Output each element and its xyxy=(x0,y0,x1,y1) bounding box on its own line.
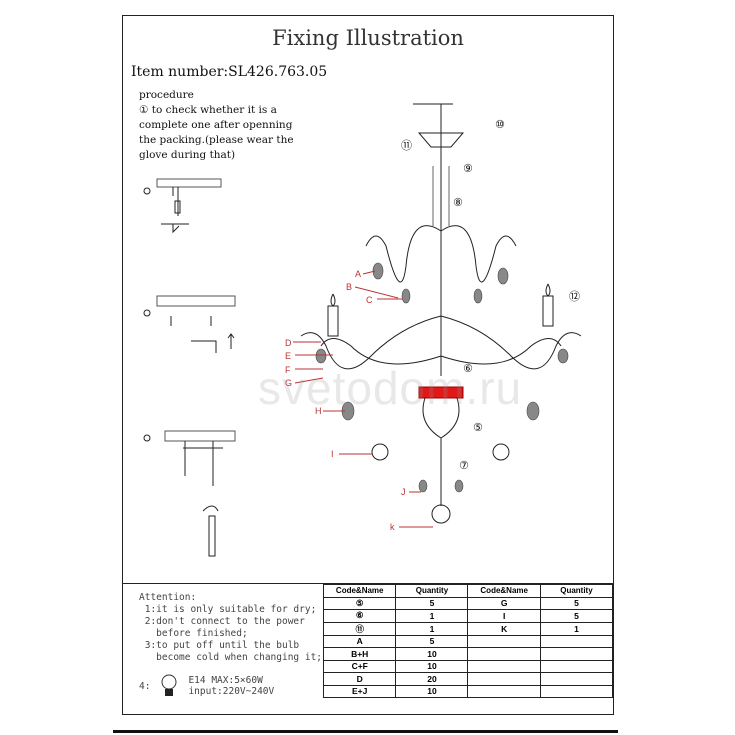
table-cell: 10 xyxy=(395,659,469,673)
marker-8: ⑧ xyxy=(453,196,463,209)
column-header: Code&Name xyxy=(322,584,397,598)
marker-5: ⑤ xyxy=(473,421,483,434)
table-cell xyxy=(539,659,614,673)
table-cell: 20 xyxy=(395,672,469,686)
label-c: C xyxy=(366,295,373,305)
bottom-rule xyxy=(113,730,618,733)
table-cell: 5 xyxy=(539,596,614,610)
bulb-input: input:220V~240V xyxy=(188,686,275,697)
attention-line: become cold when changing it; xyxy=(139,652,323,663)
table-cell xyxy=(467,672,541,686)
table-cell xyxy=(539,684,614,698)
step-2-ceiling-diagram xyxy=(143,178,222,234)
table-cell: 1 xyxy=(395,621,469,636)
marker-11: ⑪ xyxy=(401,139,412,152)
label-a: A xyxy=(355,269,361,279)
marker-7: ⑦ xyxy=(459,459,469,472)
part-label-lines xyxy=(293,270,433,528)
table-cell: B+H xyxy=(322,647,397,661)
label-h: H xyxy=(315,406,322,416)
table-cell xyxy=(539,634,614,648)
table-cell xyxy=(467,634,541,648)
step-3-bracket-diagram xyxy=(143,295,236,353)
label-g: G xyxy=(285,378,292,388)
table-cell xyxy=(539,672,614,686)
procedure-line: the packing.(please wear the xyxy=(139,134,294,146)
label-f: F xyxy=(285,365,291,375)
table-cell: I xyxy=(467,609,541,623)
procedure-line: ① to check whether it is a xyxy=(139,104,277,116)
marker-6: ⑥ xyxy=(463,362,473,375)
procedure-line: complete one after openning xyxy=(139,119,293,131)
attention-line: before finished; xyxy=(139,628,248,639)
table-cell: ⑤ xyxy=(322,596,397,610)
label-k: k xyxy=(390,522,395,532)
table-cell: G xyxy=(467,596,541,610)
label-d: D xyxy=(285,338,292,348)
marker-9: ⑨ xyxy=(463,162,473,175)
table-cell: 1 xyxy=(539,621,614,636)
label-b: B xyxy=(346,282,352,292)
table-cell: C+F xyxy=(322,659,397,673)
attention-line: 1:it is only suitable for dry; xyxy=(139,604,317,615)
table-cell xyxy=(467,659,541,673)
table-cell xyxy=(467,647,541,661)
procedure-line: glove during that) xyxy=(139,149,236,161)
item-number: Item number:SL426.763.05 xyxy=(131,64,328,80)
procedure-heading: procedure xyxy=(139,89,194,101)
table-cell: ⑪ xyxy=(322,621,397,636)
attention-and-parts-section: Attention: 1:it is only suitable for dry… xyxy=(123,583,614,715)
label-e: E xyxy=(285,351,291,361)
attention-line: 3:to put off until the bulb xyxy=(139,640,300,651)
table-cell: 10 xyxy=(395,684,469,698)
document-frame: Fixing Illustration Item number:SL426.76… xyxy=(122,15,614,715)
item-4-number: 4: xyxy=(139,680,151,692)
table-cell: 10 xyxy=(395,647,469,661)
page-title: Fixing Illustration xyxy=(272,26,464,50)
table-cell: ⑥ xyxy=(322,609,397,623)
table-cell xyxy=(467,684,541,698)
table-cell: 5 xyxy=(539,609,614,623)
column-header: Quantity xyxy=(395,584,469,598)
table-cell: A xyxy=(322,634,397,648)
table-cell: K xyxy=(467,621,541,636)
marker-10: ⑩ xyxy=(495,118,505,131)
bulb-max: E14 MAX:5×60W xyxy=(188,675,263,686)
procedure-text: procedure ① to check whether it is a com… xyxy=(139,88,294,163)
table-cell: 5 xyxy=(395,596,469,610)
watermark: svetodom.ru xyxy=(258,362,523,414)
light-bulb-icon xyxy=(161,674,177,696)
table-cell: 1 xyxy=(395,609,469,623)
step-4-mount-diagram xyxy=(143,430,236,557)
column-header: Quantity xyxy=(539,584,614,598)
attention-line: 2:don't connect to the power xyxy=(139,616,305,627)
installation-diagram xyxy=(143,103,582,557)
marker-12: ⑫ xyxy=(569,290,580,303)
attention-notes: Attention: 1:it is only suitable for dry… xyxy=(139,592,322,664)
chandelier-drawing xyxy=(300,103,582,524)
label-i: I xyxy=(331,449,334,459)
attention-heading: Attention: xyxy=(139,592,197,603)
table-cell xyxy=(539,647,614,661)
table-cell: E+J xyxy=(322,684,397,698)
table-cell: 5 xyxy=(395,634,469,648)
column-header: Code&Name xyxy=(467,584,541,598)
table-cell: D xyxy=(322,672,397,686)
label-j: J xyxy=(401,487,406,497)
part-labels: A B C D E F G H I J k ⑤ ⑥ ⑦ ⑧ ⑨ ⑩ ⑪ ⑫ xyxy=(285,118,580,532)
